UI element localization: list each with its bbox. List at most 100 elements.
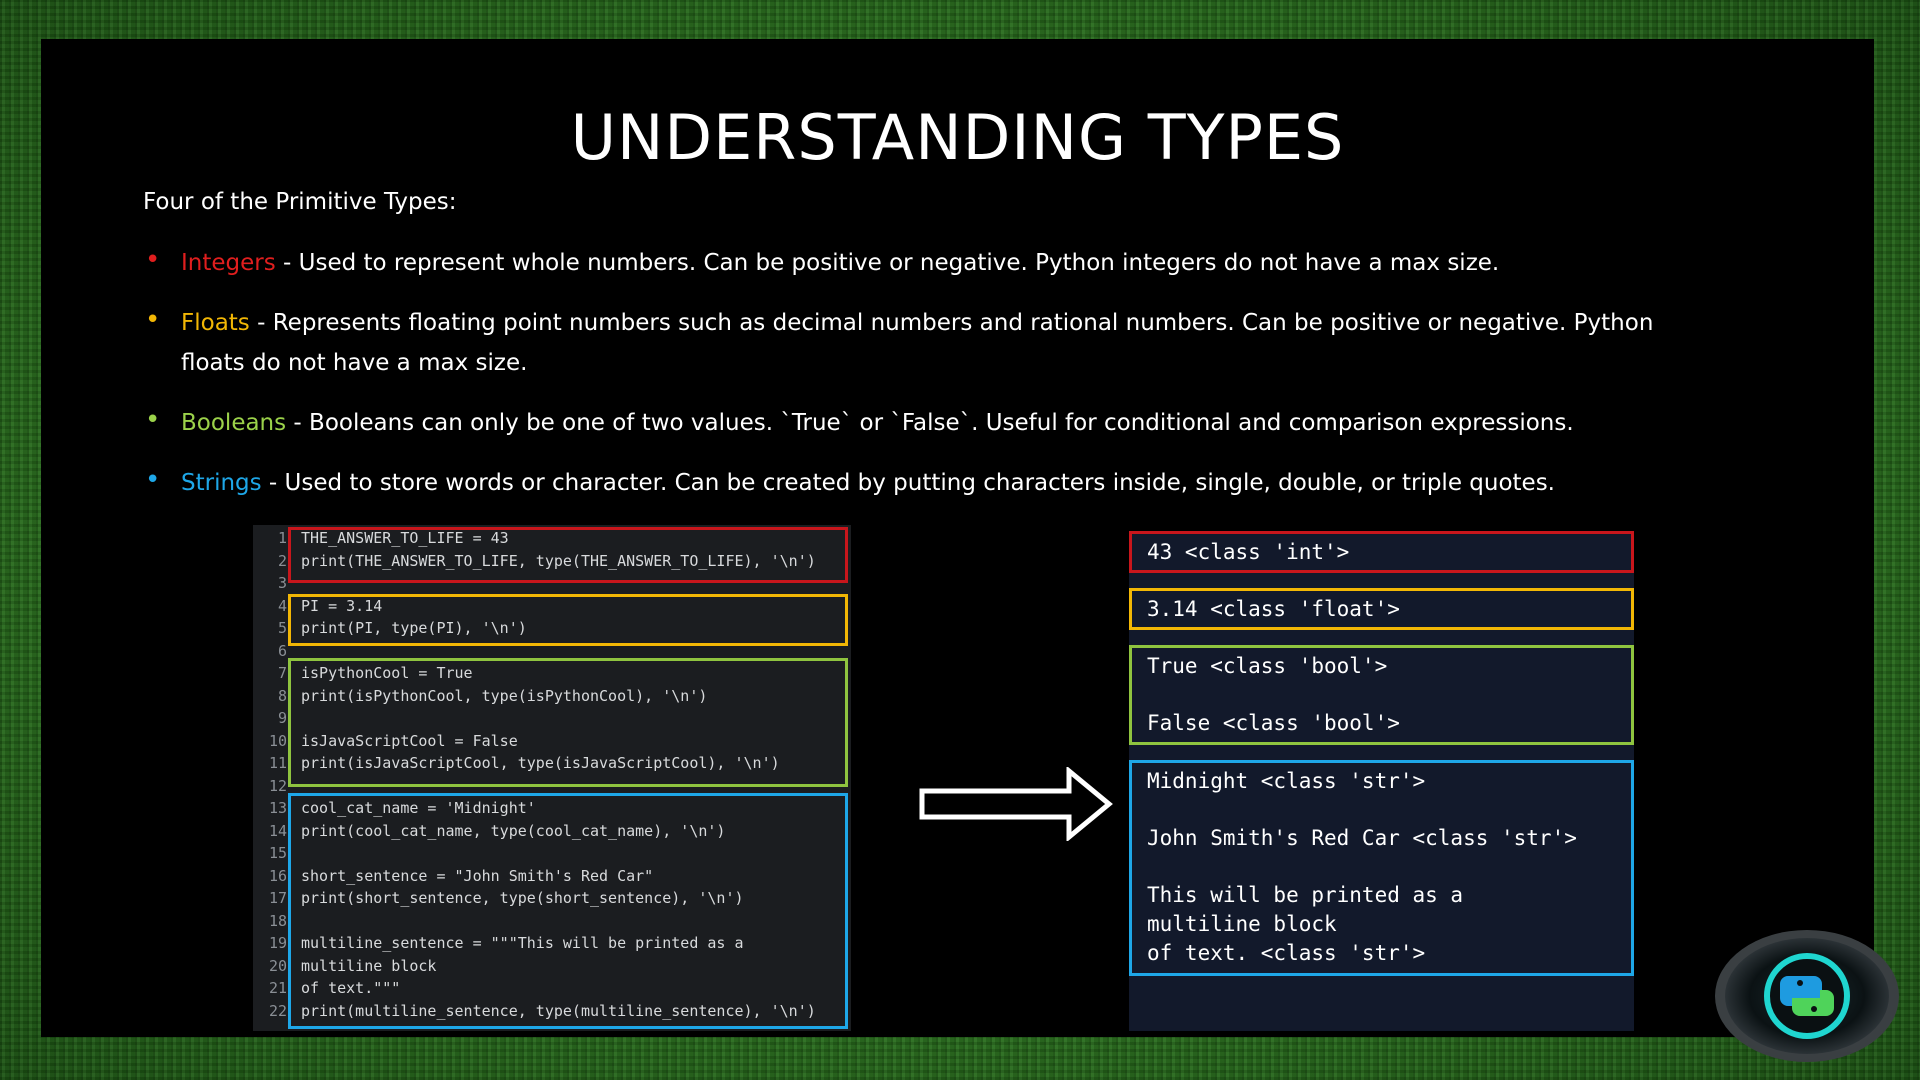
code-line: 16 short_sentence = "John Smith's Red Car… [253,865,653,887]
line-number: 6 [277,641,287,660]
right-arrow-icon [919,767,1113,841]
bullet-text: - Used to store words or character. Can … [261,470,1555,496]
line-number: 12 [268,776,287,795]
slide-title: UNDERSTANDING TYPES [570,101,1345,174]
code-line: 8 print(isPythonCool, type(isPythonCool),… [253,685,707,707]
term-strings: Strings [181,470,262,496]
line-number: 2 [277,551,287,570]
code-text: cool_cat_name = 'Midnight' [301,799,536,817]
output-line: of text. <class 'str'> [1147,941,1426,965]
intro-text: Four of the Primitive Types: [143,189,457,215]
code-line: 14 print(cool_cat_name, type(cool_cat_nam… [253,820,726,842]
output-line: 3.14 <class 'float'> [1147,597,1400,621]
code-text: short_sentence = "John Smith's Red Car" [301,866,654,885]
code-line: 4 PI = 3.14 [253,595,382,617]
bullet-text: - Used to represent whole numbers. Can b… [275,250,1500,276]
line-number: 22 [268,1001,287,1020]
output-box-float: 3.14 <class 'float'> [1129,588,1634,630]
slide: UNDERSTANDING TYPES Four of the Primitiv… [41,39,1874,1037]
code-line: 13 cool_cat_name = 'Midnight' [253,797,536,819]
bullet-dot: • [145,245,161,275]
code-line: 17 print(short_sentence, type(short_sente… [253,887,744,909]
code-line: 18 [253,910,301,932]
highlight-booleans [288,658,848,787]
line-number: 4 [277,596,287,615]
line-number: 7 [277,664,287,682]
code-text: print(short_sentence, type(short_sentenc… [301,889,744,907]
bullet-dot: • [145,405,161,435]
code-line: 1 THE_ANSWER_TO_LIFE = 43 [253,527,509,549]
code-text: print(multiline_sentence, type(multiline… [301,1001,816,1020]
bullet-list: • Integers - Used to represent whole num… [143,243,1703,523]
code-line: 5 print(PI, type(PI), '\n') [253,617,527,639]
code-line: 21 of text.""" [253,977,400,999]
bullet-booleans: • Booleans - Booleans can only be one of… [143,403,1703,443]
code-text: isPythonCool = True [301,664,473,682]
bullet-strings: • Strings - Used to store words or chara… [143,463,1703,503]
code-line: 12 [253,775,301,797]
code-text: print(isJavaScriptCool, type(isJavaScrip… [301,754,780,772]
bullet-dot: • [145,305,161,335]
code-line: 15 [253,842,301,864]
line-number: 15 [268,844,287,862]
code-line: 7 isPythonCool = True [253,662,473,684]
line-number: 5 [277,619,287,637]
code-line: 2 print(THE_ANSWER_TO_LIFE, type(THE_ANSW… [253,550,816,572]
code-text: print(THE_ANSWER_TO_LIFE, type(THE_ANSWE… [301,551,816,570]
highlight-integers [288,527,848,583]
output-line: False <class 'bool'> [1147,711,1400,735]
code-line: 20 multiline block [253,955,437,977]
line-number: 11 [268,754,287,772]
output-line: Midnight <class 'str'> [1147,769,1426,793]
output-panel: 43 <class 'int'> 3.14 <class 'float'> Tr… [1129,531,1634,1031]
code-text: of text.""" [301,979,401,997]
output-line: multiline block [1147,912,1337,936]
bullet-integers: • Integers - Used to represent whole num… [143,243,1703,283]
code-text: multiline block [301,956,437,975]
line-number: 20 [268,956,287,975]
output-box-str: Midnight <class 'str'> John Smith's Red … [1129,760,1634,976]
bullet-text: - Booleans can only be one of two values… [286,410,1574,436]
output-line: This will be printed as a [1147,883,1464,907]
line-number: 17 [268,889,287,907]
bullet-text: - Represents floating point numbers such… [181,310,1654,376]
code-line: 11 print(isJavaScriptCool, type(isJavaScr… [253,752,780,774]
code-editor: 1 THE_ANSWER_TO_LIFE = 43 2 print(THE_ANSWE… [253,525,851,1031]
line-number: 19 [268,934,287,952]
bullet-floats: • Floats - Represents floating point num… [143,303,1703,383]
line-number: 18 [268,911,287,930]
code-line: 6 [253,640,301,662]
highlight-strings [288,793,848,1029]
line-number: 21 [268,979,287,997]
output-box-bool: True <class 'bool'> False <class 'bool'> [1129,645,1634,745]
line-number: 1 [277,529,287,547]
line-number: 3 [277,574,287,592]
code-text: THE_ANSWER_TO_LIFE = 43 [301,529,509,547]
code-text: multiline_sentence = """This will be pri… [301,934,744,952]
code-text: print(cool_cat_name, type(cool_cat_name)… [301,821,726,840]
term-integers: Integers [181,250,276,276]
code-text: PI = 3.14 [301,596,383,615]
term-booleans: Booleans [181,410,287,436]
code-line: 19 multiline_sentence = """This will be p… [253,932,744,954]
output-line: 43 <class 'int'> [1147,540,1350,564]
output-box-int: 43 <class 'int'> [1129,531,1634,573]
highlight-floats [288,594,848,646]
code-line: 9 [253,707,301,729]
bullet-dot: • [145,465,161,495]
line-number: 9 [277,709,287,727]
line-number: 16 [268,866,287,885]
line-number: 10 [268,731,287,750]
python-logo-icon [1715,930,1899,1062]
code-line: 10 isJavaScriptCool = False [253,730,518,752]
line-number: 8 [277,686,287,705]
output-line: John Smith's Red Car <class 'str'> [1147,826,1577,850]
line-number: 14 [268,821,287,840]
code-line: 22 print(multiline_sentence, type(multili… [253,1000,816,1022]
term-floats: Floats [181,310,250,336]
code-text: isJavaScriptCool = False [301,731,518,750]
line-number: 13 [268,799,287,817]
code-line: 3 [253,572,301,594]
code-text: print(PI, type(PI), '\n') [301,619,527,637]
code-text: print(isPythonCool, type(isPythonCool), … [301,686,708,705]
